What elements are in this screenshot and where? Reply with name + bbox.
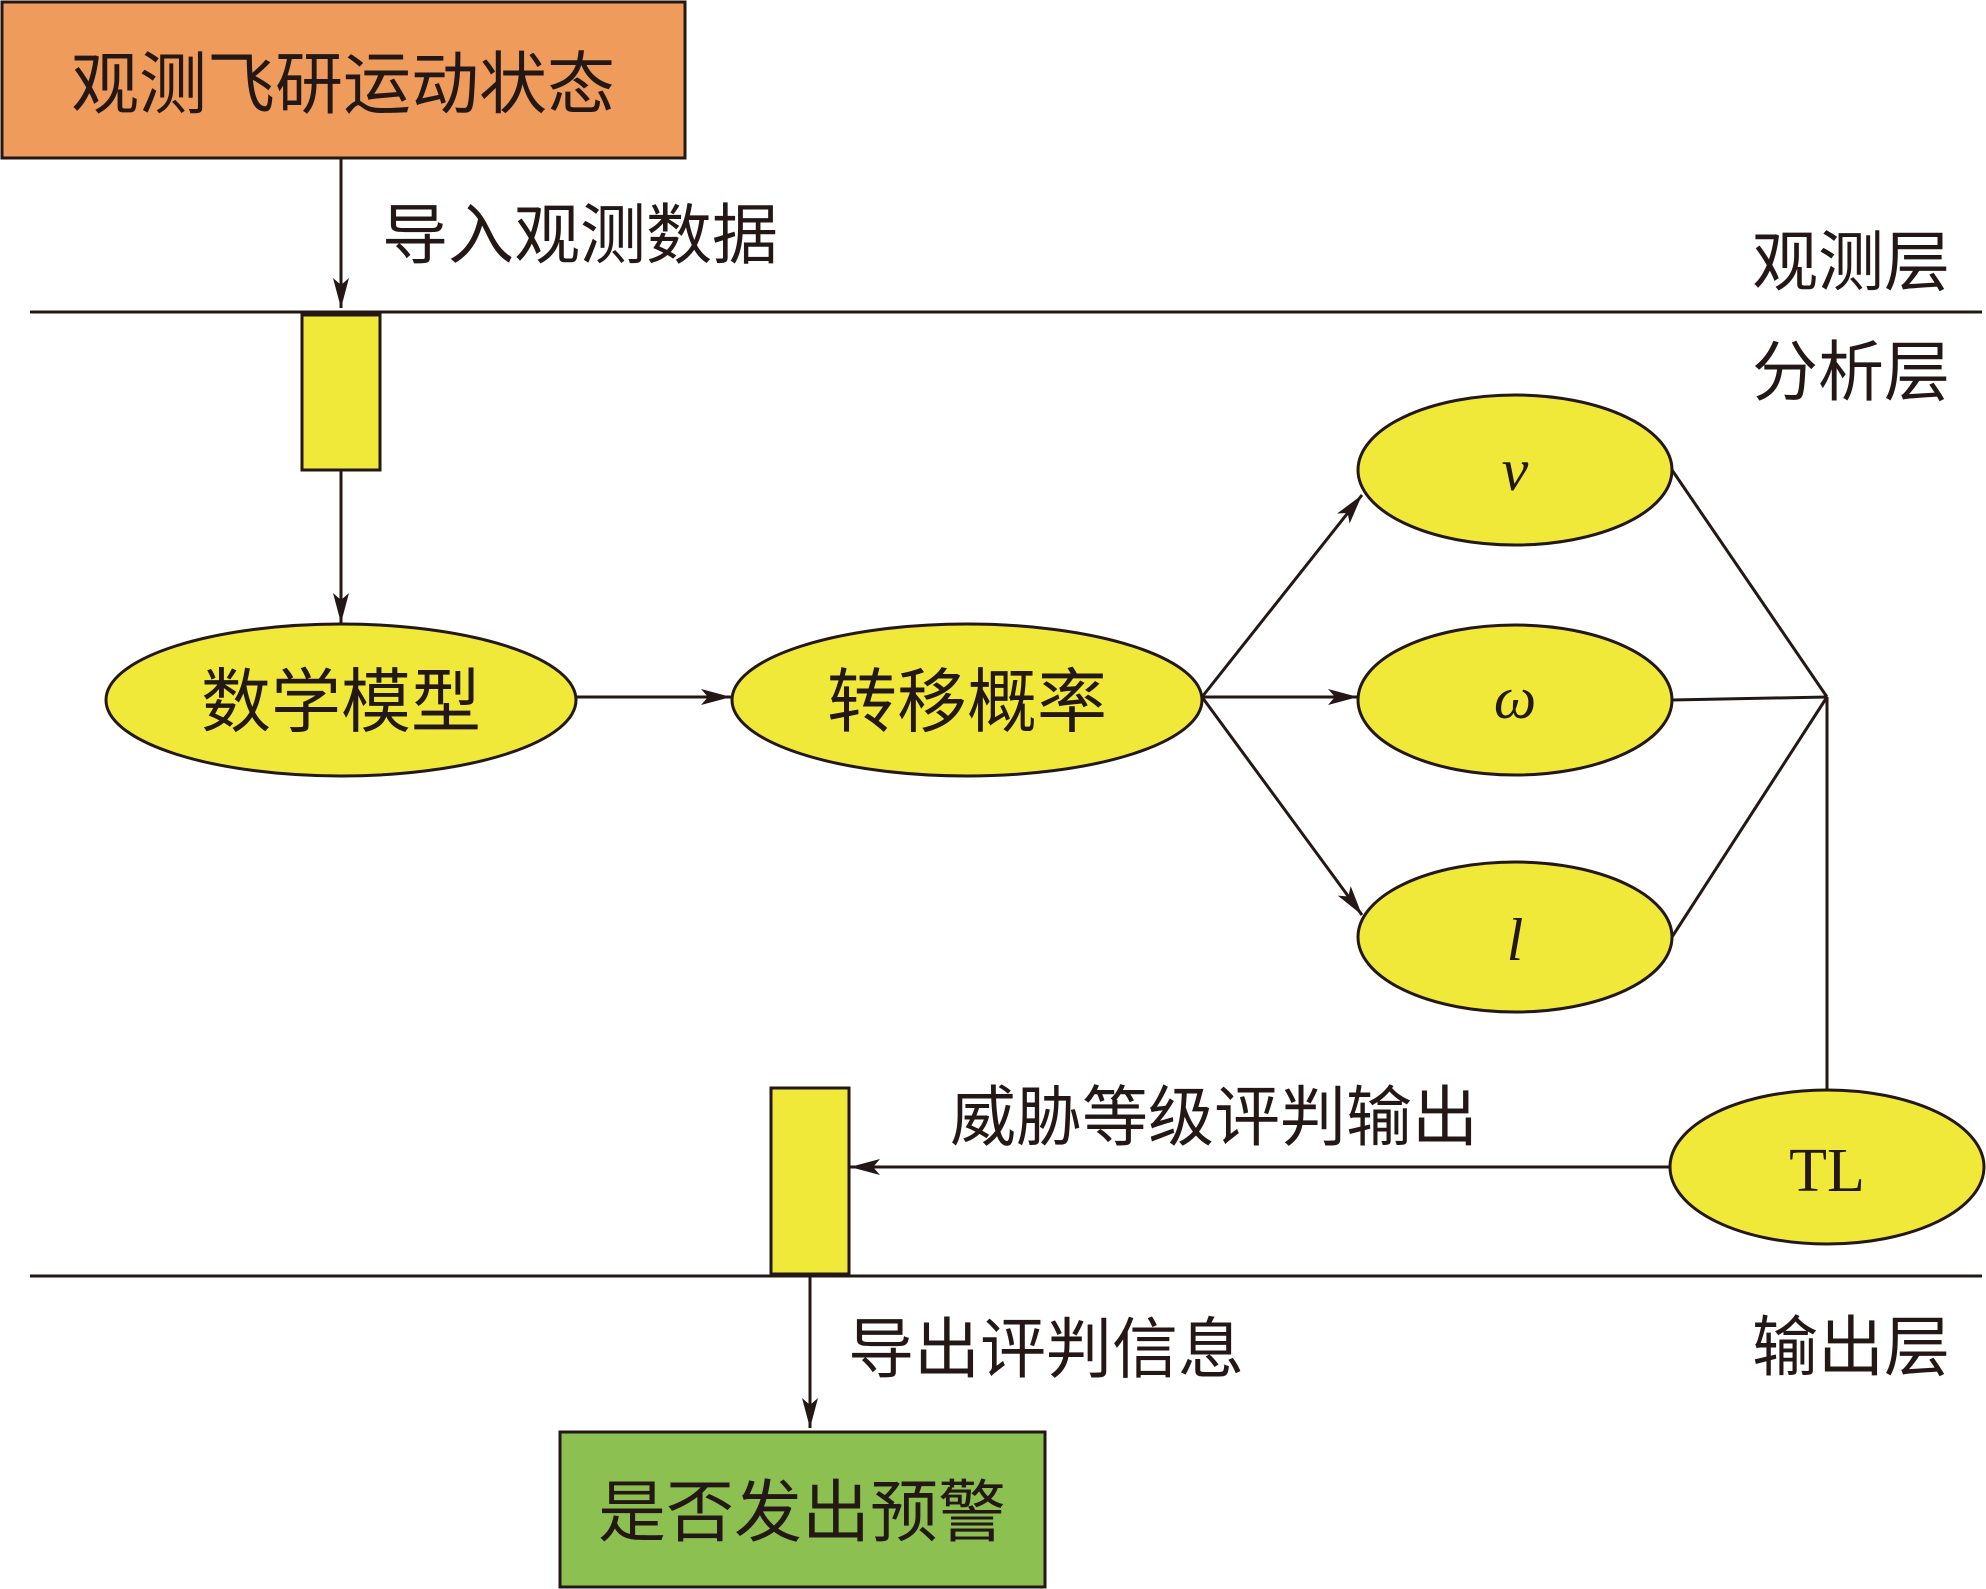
observation-layer-label: 观测层 xyxy=(1752,224,1950,301)
v-node-label: v xyxy=(1502,437,1529,503)
import-edge-label: 导入观测数据 xyxy=(382,197,778,274)
input-bar xyxy=(300,313,382,472)
model-node-label: 数学模型 xyxy=(201,661,481,743)
l-node-label: l xyxy=(1507,907,1524,973)
end-box xyxy=(558,1430,1047,1589)
model-node xyxy=(104,622,578,778)
output-bar xyxy=(769,1086,851,1276)
transition-to-v-arrow xyxy=(1200,494,1364,698)
export-edge-label: 导出评判信息 xyxy=(848,1311,1244,1388)
analysis-layer-label: 分析层 xyxy=(1752,334,1950,411)
end-box-label: 是否发出预警 xyxy=(598,1474,1006,1553)
omega-node-label: ω xyxy=(1494,665,1536,731)
start-box-label: 观测飞研运动状态 xyxy=(71,46,615,125)
l-to-junction-line xyxy=(1670,696,1829,938)
output-layer-label: 输出层 xyxy=(1752,1309,1950,1386)
threat-edge-label: 威胁等级评判输出 xyxy=(950,1079,1478,1156)
transition-node-label: 转移概率 xyxy=(827,661,1107,743)
transition-node xyxy=(730,622,1204,778)
tl-node-label: TL xyxy=(1789,1137,1865,1205)
v-to-junction-line xyxy=(1670,469,1829,698)
start-box xyxy=(0,0,687,160)
omega-to-junction-line xyxy=(1671,695,1828,702)
transition-to-l-arrow xyxy=(1200,696,1364,916)
